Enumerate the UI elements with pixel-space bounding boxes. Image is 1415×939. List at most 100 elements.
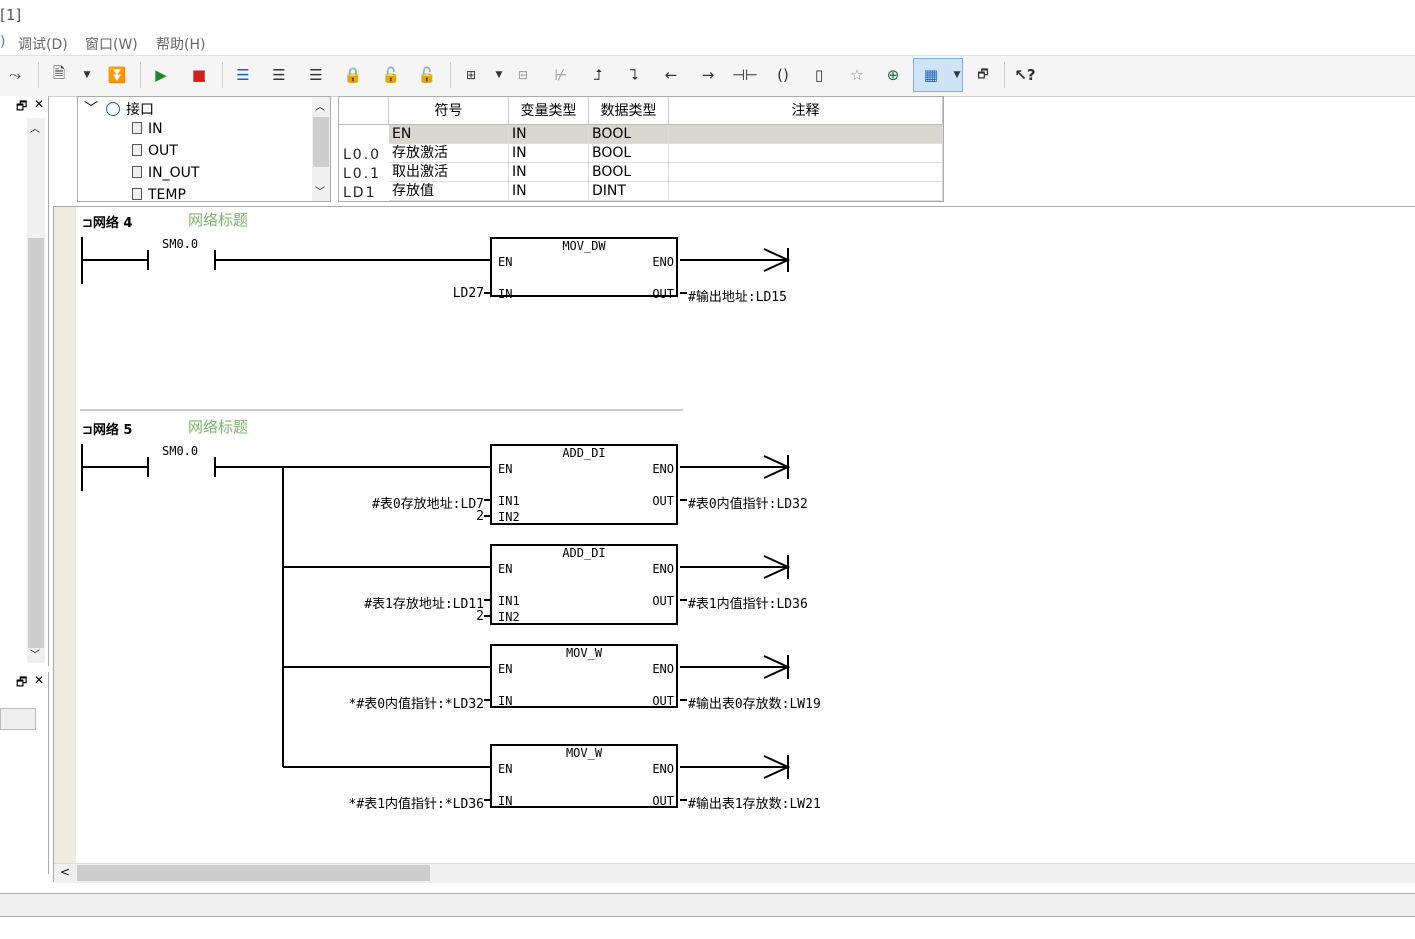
table-cell-datatype[interactable]: BOOL: [589, 163, 669, 182]
table-cell-symbol[interactable]: 取出激活: [389, 163, 509, 182]
operand-input[interactable]: 2: [476, 509, 484, 524]
operand-input[interactable]: *#表1内值指针:*LD36: [348, 797, 484, 812]
zoom-icon[interactable]: ⊕: [886, 66, 900, 84]
delete-network-icon[interactable]: ⊟: [517, 68, 529, 82]
layer-icon[interactable]: ☰: [236, 66, 250, 84]
operand-output[interactable]: #输出表1存放数:LW21: [688, 797, 821, 812]
function-block-add-di[interactable]: ADD_DI EN ENO IN1 IN2 OUT: [490, 544, 678, 625]
chevron-down-icon[interactable]: ▼: [83, 70, 91, 80]
download-icon[interactable]: ⏬: [107, 66, 127, 84]
function-block-mov-w[interactable]: MOV_W EN ENO IN OUT: [490, 744, 678, 808]
contact-icon[interactable]: ⊣⊢: [731, 66, 759, 84]
table-cell-comment[interactable]: [669, 125, 943, 144]
document-icon[interactable]: 🗎: [52, 63, 66, 82]
chevron-down-icon[interactable]: ﹀: [30, 650, 40, 661]
menu-debug[interactable]: 调试(D): [18, 37, 68, 53]
table-cell-vartype[interactable]: IN: [509, 182, 589, 201]
table-cell-vartype[interactable]: IN: [509, 163, 589, 182]
scrollbar-thumb[interactable]: [28, 238, 44, 648]
operand-input[interactable]: LD27: [452, 286, 484, 301]
window-icon[interactable]: 🗗: [977, 66, 989, 81]
star-icon[interactable]: ☆: [850, 66, 864, 84]
help-icon[interactable]: ↖?: [1014, 66, 1036, 84]
close-icon[interactable]: ✕: [34, 97, 45, 111]
tree-item-in[interactable]: IN: [132, 121, 163, 137]
insert-network-icon[interactable]: ⊞: [465, 68, 477, 82]
lock-icon[interactable]: 🔒: [343, 66, 363, 84]
coil-icon[interactable]: (): [777, 66, 789, 84]
close-icon[interactable]: ✕: [34, 673, 45, 687]
dock-tab[interactable]: [0, 708, 36, 730]
table-cell-vartype[interactable]: IN: [509, 125, 589, 144]
table-cell-comment[interactable]: [669, 182, 943, 201]
cursor-icon[interactable]: ⤳: [8, 66, 21, 84]
menu-window[interactable]: 窗口(W): [85, 37, 138, 53]
operand-output[interactable]: #表1内值指针:LD36: [688, 597, 808, 612]
operand-input[interactable]: #表1存放地址:LD11: [364, 597, 484, 612]
tree-root[interactable]: 接口: [106, 99, 154, 119]
table-cell-symbol[interactable]: EN: [389, 125, 509, 144]
table-icon[interactable]: ▦: [923, 66, 939, 84]
negate-icon[interactable]: ⊬: [554, 66, 568, 84]
operand-output[interactable]: #输出地址:LD15: [688, 290, 787, 305]
contact-address[interactable]: SM0.0: [162, 444, 199, 458]
column-header-symbol[interactable]: 符号: [389, 97, 509, 125]
run-icon[interactable]: ▶: [155, 66, 167, 84]
box-icon[interactable]: ▯: [814, 66, 824, 84]
column-header-datatype[interactable]: 数据类型: [589, 97, 669, 125]
network-4-label[interactable]: ⊐网络 4: [82, 212, 132, 231]
table-cell-vartype[interactable]: IN: [509, 144, 589, 163]
vertical-scrollbar[interactable]: ︿ ﹀: [27, 118, 45, 663]
line-left-icon[interactable]: ←: [664, 66, 678, 84]
operand-output[interactable]: #输出表0存放数:LW19: [688, 697, 821, 712]
table-cell-comment[interactable]: [669, 163, 943, 182]
table-cell-symbol[interactable]: 存放激活: [389, 144, 509, 163]
function-block-mov-w[interactable]: MOV_W EN ENO IN OUT: [490, 644, 678, 708]
table-cell-datatype[interactable]: BOOL: [589, 125, 669, 144]
line-right-icon[interactable]: →: [701, 66, 715, 84]
ladder-editor[interactable]: [53, 206, 1415, 882]
stop-icon[interactable]: ■: [191, 66, 207, 84]
tree-expand-chevron-icon[interactable]: ﹀: [84, 101, 98, 117]
unlock-icon[interactable]: 🔓: [381, 66, 401, 84]
layer-icon[interactable]: ☰: [309, 66, 323, 84]
menu-help[interactable]: 帮助(H): [156, 37, 206, 53]
scrollbar-thumb[interactable]: [77, 865, 430, 881]
tree-item-in-out[interactable]: IN_OUT: [132, 165, 199, 181]
layer-icon[interactable]: ☰: [272, 66, 286, 84]
collapse-icon[interactable]: ⊐: [82, 216, 93, 231]
restore-icon[interactable]: 🗗: [16, 675, 28, 689]
table-cell-datatype[interactable]: BOOL: [589, 144, 669, 163]
operand-input[interactable]: *#表0内值指针:*LD32: [348, 697, 484, 712]
operand-input[interactable]: 2: [476, 609, 484, 624]
scrollbar-thumb[interactable]: [313, 117, 329, 167]
table-cell-datatype[interactable]: DINT: [589, 182, 669, 201]
function-block-mov-dw[interactable]: MOV_DW EN ENO IN OUT: [490, 237, 678, 301]
chevron-up-icon[interactable]: ︿: [315, 102, 325, 113]
operand-output[interactable]: #表0内值指针:LD32: [688, 497, 808, 512]
chevron-left-icon[interactable]: <: [60, 865, 71, 879]
table-row-selected[interactable]: [389, 125, 943, 144]
tree-item-out[interactable]: OUT: [132, 143, 178, 159]
tree-scrollbar[interactable]: ︿ ﹀: [312, 97, 330, 201]
table-cell-symbol[interactable]: 存放值: [389, 182, 509, 201]
column-header-vartype[interactable]: 变量类型: [509, 97, 589, 125]
chevron-up-icon[interactable]: ︿: [30, 124, 40, 135]
tree-item-temp[interactable]: TEMP: [132, 187, 186, 201]
operand-input[interactable]: #表0存放地址:LD7: [372, 497, 484, 512]
function-block-add-di[interactable]: ADD_DI EN ENO IN1 IN2 OUT: [490, 444, 678, 525]
line-down-icon[interactable]: ⮧: [629, 66, 639, 84]
chevron-down-icon[interactable]: ﹀: [315, 187, 325, 198]
restore-icon[interactable]: 🗗: [16, 99, 28, 113]
line-up-icon[interactable]: ⮥: [593, 66, 603, 84]
column-header-comment[interactable]: 注释: [669, 97, 943, 125]
network-4-title[interactable]: 网络标题: [188, 211, 249, 229]
table-cell-comment[interactable]: [669, 144, 943, 163]
contact-address[interactable]: SM0.0: [162, 237, 199, 251]
unlock-all-icon[interactable]: 🔓: [417, 66, 437, 84]
collapse-icon[interactable]: ⊐: [82, 423, 93, 438]
network-5-label[interactable]: ⊐网络 5: [82, 419, 132, 438]
network-5-title[interactable]: 网络标题: [188, 418, 249, 436]
chevron-down-icon[interactable]: ▼: [953, 70, 961, 80]
chevron-down-icon[interactable]: ▼: [495, 70, 503, 80]
